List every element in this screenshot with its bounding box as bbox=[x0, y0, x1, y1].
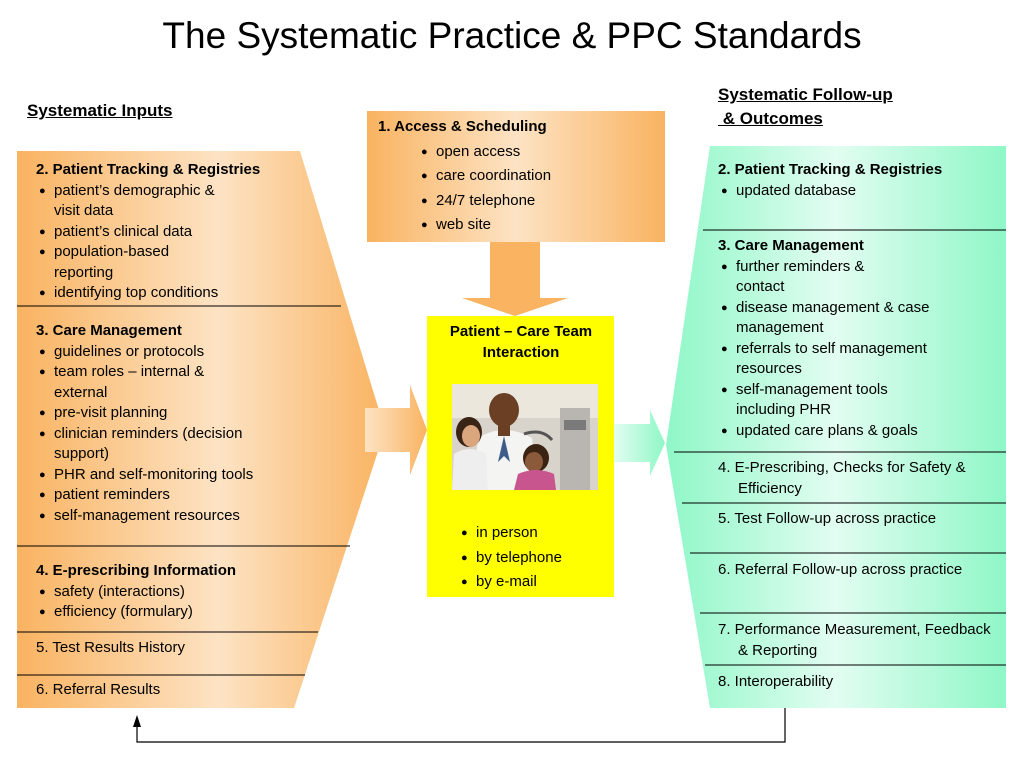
outcome-block-performance: 7. Performance Measurement, Feedback & R… bbox=[718, 621, 991, 659]
input-block-eprescribing: 4. E-prescribing Information safety (int… bbox=[36, 561, 306, 623]
list-item: identifying top conditions bbox=[36, 283, 298, 304]
list-item: updated care plans & goals bbox=[718, 421, 998, 442]
list-item: care coordination bbox=[418, 166, 658, 187]
input-title: 3. Care Management bbox=[36, 322, 182, 339]
center-title: Patient – Care Team Interaction bbox=[449, 323, 593, 361]
list-item: in person bbox=[458, 523, 608, 544]
block-arrow-down bbox=[462, 242, 568, 316]
outcome-block-care-management: 3. Care Management further reminders & c… bbox=[718, 236, 998, 441]
input-block-care-management: 3. Care Management guidelines or protoco… bbox=[36, 321, 306, 526]
inputs-dividers bbox=[17, 305, 350, 676]
list-item: patient reminders bbox=[36, 485, 306, 506]
access-block: 1. Access & Scheduling open access care … bbox=[378, 117, 658, 236]
outcome-block-test-followup: 5. Test Follow-up across practice bbox=[718, 510, 937, 527]
list-item: disease management & case management bbox=[718, 298, 941, 339]
input-block-tracking: 2. Patient Tracking & Registries patient… bbox=[36, 160, 298, 304]
input-block-referral-results: 6. Referral Results bbox=[36, 681, 161, 698]
outcome-title: 2. Patient Tracking & Registries bbox=[718, 161, 943, 178]
outcome-block-tracking: 2. Patient Tracking & Registries updated… bbox=[718, 160, 998, 201]
list-item: pre-visit planning bbox=[36, 403, 306, 424]
outcome-block-referral-followup: 6. Referral Follow-up across practice bbox=[718, 561, 963, 578]
list-item: self-management tools including PHR bbox=[718, 380, 906, 421]
list-item: web site bbox=[418, 215, 658, 236]
input-block-test-results: 5. Test Results History bbox=[36, 639, 185, 656]
access-list: open access care coordination 24/7 telep… bbox=[418, 142, 658, 236]
outcomes-heading: Systematic Follow-up & Outcomes bbox=[718, 85, 893, 128]
list-item: 24/7 telephone bbox=[418, 191, 658, 212]
list-item: safety (interactions) bbox=[36, 582, 306, 603]
block-arrow-to-outcomes bbox=[614, 410, 665, 476]
input-title: 4. E-prescribing Information bbox=[36, 562, 237, 579]
list-item: efficiency (formulary) bbox=[36, 602, 306, 623]
list-item: open access bbox=[418, 142, 658, 163]
patient-care-photo bbox=[452, 384, 598, 490]
list-item: patient’s demographic & visit data bbox=[36, 181, 244, 222]
input-title: 2. Patient Tracking & Registries bbox=[36, 161, 261, 178]
outcome-block-interoperability: 8. Interoperability bbox=[718, 673, 834, 690]
feedback-loop-arrow bbox=[133, 708, 786, 743]
list-item: population-based reporting bbox=[36, 242, 204, 283]
outcomes-dividers bbox=[674, 229, 1006, 666]
list-item: clinician reminders (decision support) bbox=[36, 424, 294, 465]
list-item: by telephone bbox=[458, 548, 608, 569]
list-item: further reminders & contact bbox=[718, 257, 911, 298]
access-title: 1. Access & Scheduling bbox=[378, 118, 547, 135]
list-item: self-management resources bbox=[36, 506, 306, 527]
list-item: team roles – internal & external bbox=[36, 362, 244, 403]
list-item: patient’s clinical data bbox=[36, 222, 298, 243]
page-title: The Systematic Practice & PPC Standards bbox=[162, 15, 862, 56]
list-item: updated database bbox=[718, 181, 998, 202]
inputs-heading: Systematic Inputs bbox=[27, 101, 173, 120]
outcome-title: 3. Care Management bbox=[718, 237, 864, 254]
list-item: PHR and self-monitoring tools bbox=[36, 465, 306, 486]
list-item: guidelines or protocols bbox=[36, 342, 306, 363]
list-item: referrals to self management resources bbox=[718, 339, 946, 380]
list-item: by e-mail bbox=[458, 572, 608, 593]
outcome-block-eprescribing: 4. E-Prescribing, Checks for Safety & Ef… bbox=[718, 459, 966, 497]
center-list: in person by telephone by e-mail bbox=[458, 523, 608, 593]
block-arrow-to-center bbox=[365, 385, 427, 475]
